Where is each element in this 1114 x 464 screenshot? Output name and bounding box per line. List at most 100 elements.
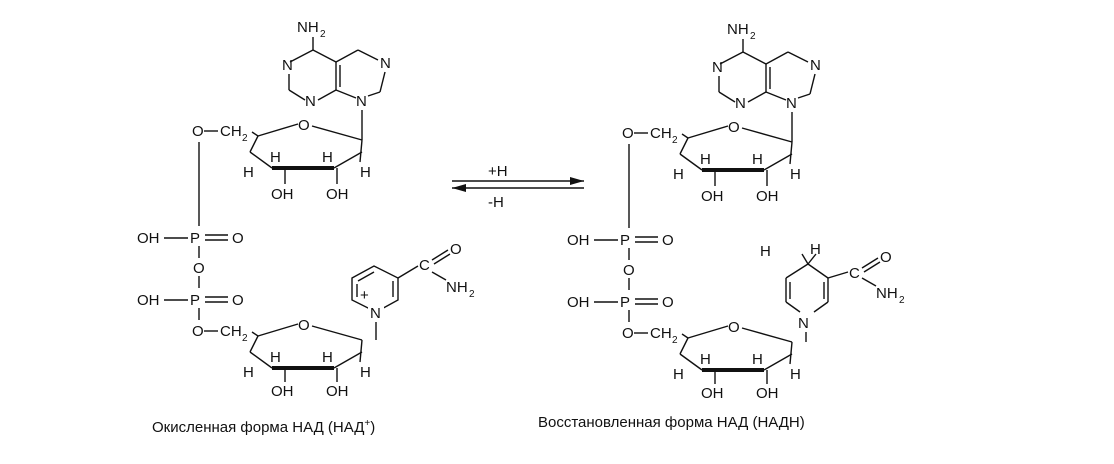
bond: [787, 51, 809, 63]
ribose1-H3: H: [322, 149, 333, 166]
dihydro-H-right: H: [810, 241, 821, 258]
bond: [718, 91, 736, 103]
phosphate2-OH: OH: [137, 292, 160, 309]
bond: [827, 271, 849, 279]
bond: [861, 277, 877, 287]
ribose1-CH-sub: 2: [672, 135, 678, 146]
forward-arrowhead: [570, 177, 584, 185]
caption-oxidized: Окисленная форма НАД (НАД+): [152, 418, 375, 436]
dihydro-H-left: H: [760, 243, 771, 260]
bond: [359, 139, 363, 163]
ribose1-OH2: OH: [701, 188, 724, 205]
bond: [379, 71, 386, 93]
bond: [357, 49, 379, 61]
bond: [763, 153, 793, 171]
bond: [765, 51, 789, 65]
phosphate2-OH: OH: [567, 294, 590, 311]
bond: [763, 353, 793, 371]
bond: [249, 335, 259, 353]
adenine-N7: N: [380, 55, 391, 72]
bond: [288, 89, 306, 101]
bond: [311, 125, 363, 141]
reduced-nad-structure: NH 2 N N N N O CH 2 O H H H: [567, 21, 905, 402]
bond: [679, 337, 689, 355]
phosphate2-O: O: [232, 292, 244, 309]
ribose2-H2: H: [700, 351, 711, 368]
amide-NH: NH: [446, 279, 468, 296]
pyridinium-ring: [351, 265, 399, 313]
ribose1-H3: H: [752, 151, 763, 168]
bond: [719, 51, 744, 65]
caption-oxidized-superscript: +: [364, 418, 370, 429]
ribose2-H3: H: [322, 349, 333, 366]
bond: [357, 271, 375, 282]
ribose1-H4: H: [360, 164, 371, 181]
ribose2-OH3: OH: [326, 383, 349, 400]
bond: [431, 249, 449, 261]
ribose1-ring-O: O: [728, 119, 740, 136]
ribose1-CH-sub: 2: [242, 133, 248, 144]
adenine-N3: N: [735, 95, 746, 112]
amide-O: O: [450, 241, 462, 258]
phosphate2-P: P: [190, 292, 200, 309]
bond: [679, 353, 703, 371]
ribose1-CH: CH: [220, 123, 242, 140]
ribose2-ring-O: O: [728, 319, 740, 336]
bond: [681, 133, 689, 139]
ribose2-O5: O: [192, 323, 204, 340]
ribose1-ring-O: O: [298, 117, 310, 134]
adenine-N9: N: [786, 95, 797, 112]
phosphate1-OH: OH: [567, 232, 590, 249]
ribose2-H2: H: [270, 349, 281, 366]
caption-reduced: Восстановленная форма НАД (НАДН): [538, 414, 805, 431]
ribose1-H2: H: [700, 151, 711, 168]
bond: [681, 333, 689, 339]
ribose2-H4: H: [790, 366, 801, 383]
phosphate1-OH: OH: [137, 230, 160, 247]
adenine-N3: N: [305, 93, 316, 110]
bond: [747, 91, 767, 103]
ribose1-O5: O: [622, 125, 634, 142]
bond: [333, 151, 363, 169]
ribose2-H4: H: [360, 364, 371, 381]
bond: [251, 331, 259, 337]
ribose1-H4: H: [790, 166, 801, 183]
ribose2-ring-O: O: [298, 317, 310, 334]
ribose2-O5: O: [622, 325, 634, 342]
reverse-label: -H: [488, 194, 504, 211]
pyridinium-N: N: [370, 305, 381, 322]
bond: [785, 301, 801, 313]
bond: [765, 91, 787, 101]
ribose2-H1: H: [243, 364, 254, 381]
bond: [863, 261, 881, 273]
amide-NH: NH: [876, 285, 898, 302]
phosphate2-O: O: [662, 294, 674, 311]
ribose1-CH: CH: [650, 125, 672, 142]
phosphate1-P: P: [620, 232, 630, 249]
adenine-N7: N: [810, 57, 821, 74]
phosphate1-O: O: [232, 230, 244, 247]
bond: [249, 151, 273, 169]
amide-C: C: [419, 257, 430, 274]
bond: [249, 135, 259, 153]
bond: [801, 253, 809, 265]
bond: [335, 49, 359, 63]
dihydro-N: N: [798, 315, 809, 332]
ribose1-O5: O: [192, 123, 204, 140]
ribose2-H3: H: [752, 351, 763, 368]
caption-oxidized-close: ): [370, 419, 375, 436]
bond: [741, 127, 793, 143]
phosphate2-P: P: [620, 294, 630, 311]
bond: [251, 131, 259, 137]
bond: [807, 253, 817, 265]
bond: [333, 351, 363, 369]
ribose2-H1: H: [673, 366, 684, 383]
ribose1-OH3: OH: [326, 186, 349, 203]
amide-C: C: [849, 265, 860, 282]
forward-label: +H: [488, 163, 508, 180]
bond: [742, 51, 767, 65]
bond: [785, 263, 809, 279]
amide-NH-sub: 2: [469, 289, 475, 300]
